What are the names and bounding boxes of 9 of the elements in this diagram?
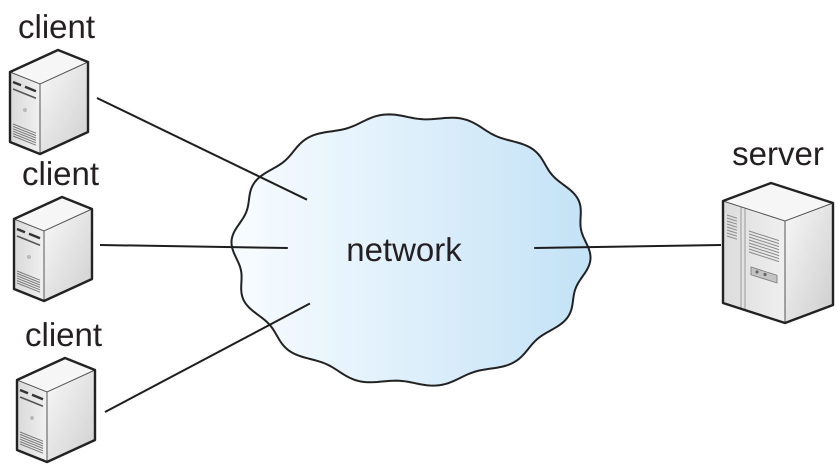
device-label: client [22, 155, 100, 193]
device-label: client [18, 8, 96, 46]
device-label: client [25, 316, 102, 354]
connector-line [100, 244, 288, 249]
connector-line [104, 302, 310, 413]
connector-line [96, 97, 308, 201]
cloud-label: network [346, 231, 462, 269]
connector-line [534, 244, 722, 249]
device-label: server [732, 135, 824, 173]
